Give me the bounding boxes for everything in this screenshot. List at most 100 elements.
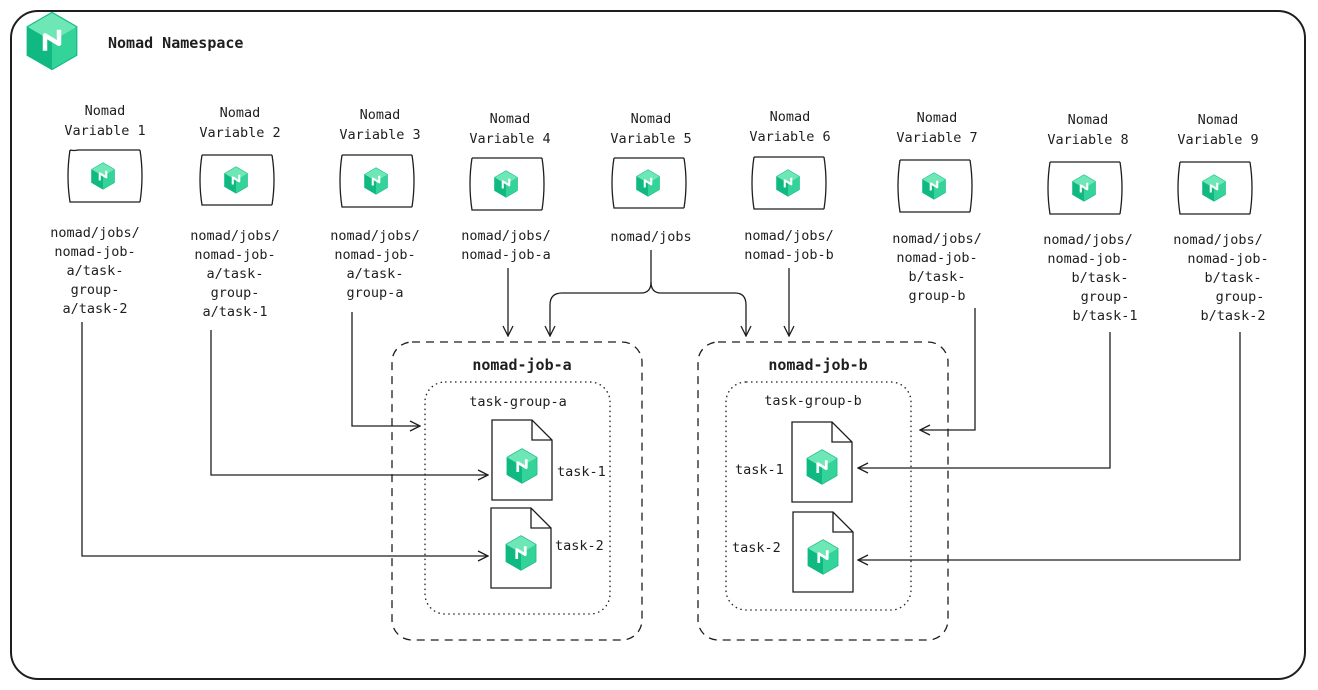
database-icon <box>1047 161 1123 215</box>
database-icon <box>469 157 545 211</box>
connector-variable-9 <box>858 332 1241 560</box>
variable-label: Variable 7 <box>896 130 977 146</box>
variable-path: group- <box>211 285 260 301</box>
task-label: task-1 <box>557 464 606 480</box>
variable-6: Nomad Variable 6 nomad/jobs/ nomad-job-b <box>744 109 833 263</box>
variable-8: Nomad Variable 8 nomad/jobs/ nomad-job- … <box>1043 112 1137 324</box>
variable-label: Variable 4 <box>469 131 550 147</box>
job-a: nomad-job-a task-group-a task-1 task-2 <box>391 341 643 641</box>
connector-variable-1 <box>81 322 488 556</box>
task-a-1: task-1 <box>491 419 606 501</box>
variable-path: nomad/jobs/ <box>1043 232 1132 248</box>
variable-path: a/task- <box>67 263 124 279</box>
job-b-title: nomad-job-b <box>768 356 867 374</box>
variable-path: b/task- <box>909 269 966 285</box>
variable-path: b/task- <box>1205 270 1262 286</box>
variable-path: nomad/jobs/ <box>892 231 981 247</box>
variable-path: nomad-job- <box>54 244 135 260</box>
variable-label: Variable 3 <box>339 127 420 143</box>
variable-label: Nomad <box>490 111 531 127</box>
job-b-border <box>697 341 949 641</box>
task-group-b-title: task-group-b <box>764 393 862 409</box>
task-label: task-2 <box>555 538 604 554</box>
connector-variable-5-b <box>650 281 746 336</box>
variable-path: a/task-2 <box>62 301 127 317</box>
variable-label: Variable 1 <box>64 123 145 139</box>
variable-3: Nomad Variable 3 nomad/jobs/ nomad-job- … <box>330 107 420 301</box>
variable-path: nomad/jobs/ <box>744 228 833 244</box>
document-icon <box>791 421 853 503</box>
variable-path: group- <box>71 282 120 298</box>
task-group-b-border <box>725 381 912 611</box>
database-icon <box>1177 161 1253 215</box>
variable-path: nomad-job- <box>334 247 415 263</box>
task-group-a-border <box>424 381 611 615</box>
variable-path: nomad-job-a <box>461 247 550 263</box>
variable-label: Variable 6 <box>749 129 830 145</box>
variable-path: nomad/jobs/ <box>461 228 550 244</box>
document-icon <box>792 511 854 593</box>
connector-variable-3 <box>351 312 420 426</box>
variable-path: group- <box>1216 289 1265 305</box>
variable-9: Nomad Variable 9 nomad/jobs/ nomad-job- … <box>1173 112 1268 324</box>
database-icon <box>339 154 415 208</box>
namespace-frame <box>10 10 1306 680</box>
variable-path: b/task-1 <box>1072 308 1137 324</box>
database-icon <box>199 154 275 206</box>
variable-path: group- <box>1081 289 1130 305</box>
task-b-2: task-2 <box>732 511 854 593</box>
task-b-1: task-1 <box>735 421 853 503</box>
variable-label: Variable 2 <box>199 125 280 141</box>
variable-label: Nomad <box>1068 112 1109 128</box>
variable-path: a/task- <box>347 266 404 282</box>
variable-7: Nomad Variable 7 nomad/jobs/ nomad-job- … <box>892 110 981 304</box>
variable-path: nomad/jobs/ <box>50 225 139 241</box>
variable-path: group-b <box>909 288 966 304</box>
variable-4: Nomad Variable 4 nomad/jobs/ nomad-job-a <box>461 111 550 263</box>
variable-path: a/task-1 <box>202 304 267 320</box>
variable-path: nomad/jobs/ <box>1173 232 1262 248</box>
variable-path: nomad-job- <box>194 247 275 263</box>
variable-2: Nomad Variable 2 nomad/jobs/ nomad-job- … <box>190 105 280 320</box>
variable-1: Nomad Variable 1 nomad/jobs/ nomad-job- … <box>50 103 145 317</box>
variables: Nomad Variable 1 nomad/jobs/ nomad-job- … <box>50 103 1268 324</box>
connector-variable-7 <box>920 308 976 430</box>
variable-label: Nomad <box>770 109 811 125</box>
variable-path: a/task- <box>207 266 264 282</box>
variable-path: nomad/jobs <box>610 229 691 245</box>
namespace-logo-icon <box>28 13 76 69</box>
connectors <box>81 250 1241 560</box>
variable-label: Variable 9 <box>1177 132 1258 148</box>
variable-path: nomad-job-b <box>744 247 833 263</box>
variable-label: Nomad <box>85 103 126 119</box>
namespace-title: Nomad Namespace <box>108 34 243 52</box>
database-icon <box>67 149 143 203</box>
connector-variable-5 <box>550 250 652 336</box>
variable-label: Nomad <box>220 105 261 121</box>
database-icon <box>751 156 827 210</box>
variable-path: nomad-job- <box>1047 251 1128 267</box>
task-label: task-1 <box>735 462 784 478</box>
document-icon <box>490 507 552 589</box>
variable-path: nomad-job- <box>1187 251 1268 267</box>
variable-path: nomad/jobs/ <box>330 228 419 244</box>
database-icon <box>897 159 973 213</box>
variable-label: Variable 8 <box>1047 132 1128 148</box>
variable-label: Nomad <box>1198 112 1239 128</box>
variable-path: group-a <box>347 285 404 301</box>
job-a-border <box>391 341 643 641</box>
variable-path: nomad/jobs/ <box>190 228 279 244</box>
connector-variable-8 <box>858 332 1111 468</box>
database-icon <box>611 157 687 209</box>
variable-label: Nomad <box>360 107 401 123</box>
variable-5: Nomad Variable 5 nomad/jobs <box>610 111 691 245</box>
variable-label: Nomad <box>631 111 672 127</box>
variable-path: nomad-job- <box>896 250 977 266</box>
connector-variable-2 <box>210 330 488 475</box>
variable-path: b/task-2 <box>1200 308 1265 324</box>
job-b: nomad-job-b task-group-b task-1 task-2 <box>697 341 949 641</box>
task-group-a-title: task-group-a <box>469 394 567 410</box>
task-a-2: task-2 <box>490 507 604 589</box>
document-icon <box>491 419 553 501</box>
